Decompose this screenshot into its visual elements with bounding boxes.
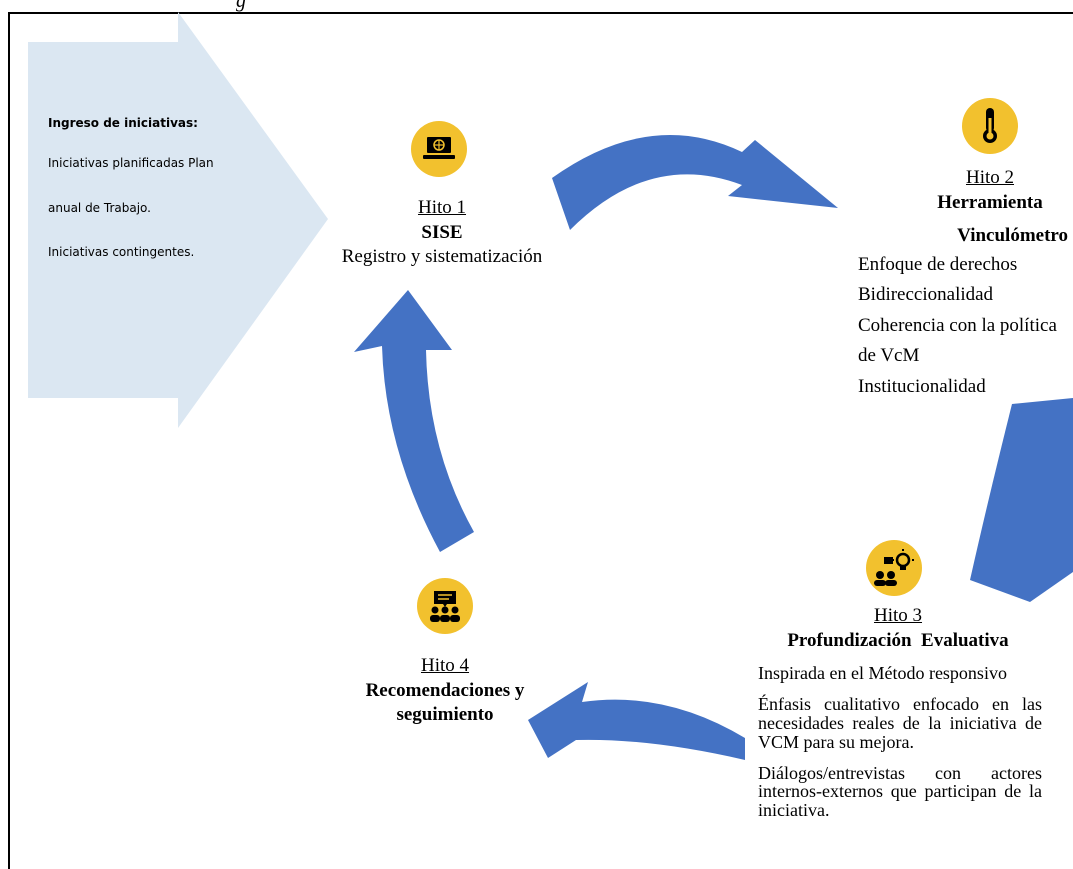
hito-3-label: Hito 3	[873, 605, 923, 626]
criteria-item: Enfoque de derechos	[858, 254, 1018, 275]
hito-4-name-2: seguimiento	[396, 704, 494, 726]
intake-line: anual de Trabajo.	[48, 200, 151, 215]
hito-4-name: Recomendaciones y	[365, 679, 525, 701]
hito-2: Hito 2 Herramienta	[920, 166, 1060, 215]
hito-1-label: Hito 1	[417, 197, 467, 218]
cycle-arrow-2-to-3	[970, 398, 1073, 602]
hito-1: Hito 1 SISE Registro y sistematización	[320, 196, 564, 270]
hito-3-paragraph: Inspirada en el Método responsivo	[758, 663, 1007, 683]
cycle-arrow-3-to-4	[528, 682, 745, 760]
meeting-icon	[417, 578, 473, 634]
laptop-globe-icon	[411, 121, 467, 177]
hito-2-name-2: Vinculómetro	[957, 225, 1068, 246]
hito-4-label: Hito 4	[420, 655, 470, 676]
intake-box: Ingreso de iniciativas: Iniciativas plan…	[48, 116, 278, 290]
hito-4: Hito 4 Recomendaciones y seguimiento	[330, 654, 560, 728]
page-frame	[8, 12, 1073, 869]
intake-line: Iniciativas contingentes.	[48, 245, 195, 260]
hito-3: Hito 3 Profundización Evaluativa	[760, 604, 1036, 653]
cycle-arrow-4-to-1	[354, 290, 474, 552]
thermometer-icon	[962, 98, 1018, 154]
criteria-item: Coherencia con la política	[858, 314, 1057, 336]
cycle-arrow-1-to-2	[552, 135, 838, 230]
hito-3-paragraph: Diálogos/entrevistas con actores interno…	[758, 762, 1042, 821]
criteria-item: Institucionalidad	[858, 375, 986, 397]
criteria-item: Bidireccionalidad	[858, 284, 994, 306]
intake-heading: Ingreso de iniciativas:	[48, 116, 198, 130]
hito-3-name: Profundización Evaluativa	[787, 629, 1009, 651]
people-idea-icon	[866, 540, 922, 596]
hito-3-description: Inspirada en el Método responsivo Énfasi…	[758, 664, 1042, 832]
hito-2-name: Herramienta	[937, 191, 1043, 213]
hito-1-description: Registro y sistematización	[341, 246, 543, 268]
intake-arrow	[28, 12, 328, 428]
intake-line: Iniciativas planificadas Plan	[48, 156, 214, 171]
hito-3-paragraph: Énfasis cualitativo enfocado en las nece…	[758, 693, 1042, 752]
hito-2-label: Hito 2	[965, 167, 1015, 188]
hito-2-criteria-list: Enfoque de derechos Bidireccionalidad Co…	[858, 250, 1057, 402]
criteria-item: de VcM	[858, 345, 920, 367]
hito-1-name: SISE	[421, 221, 463, 243]
hito-2-name-line2: Vinculómetro	[908, 224, 1068, 249]
title-fragment: g	[236, 0, 246, 12]
